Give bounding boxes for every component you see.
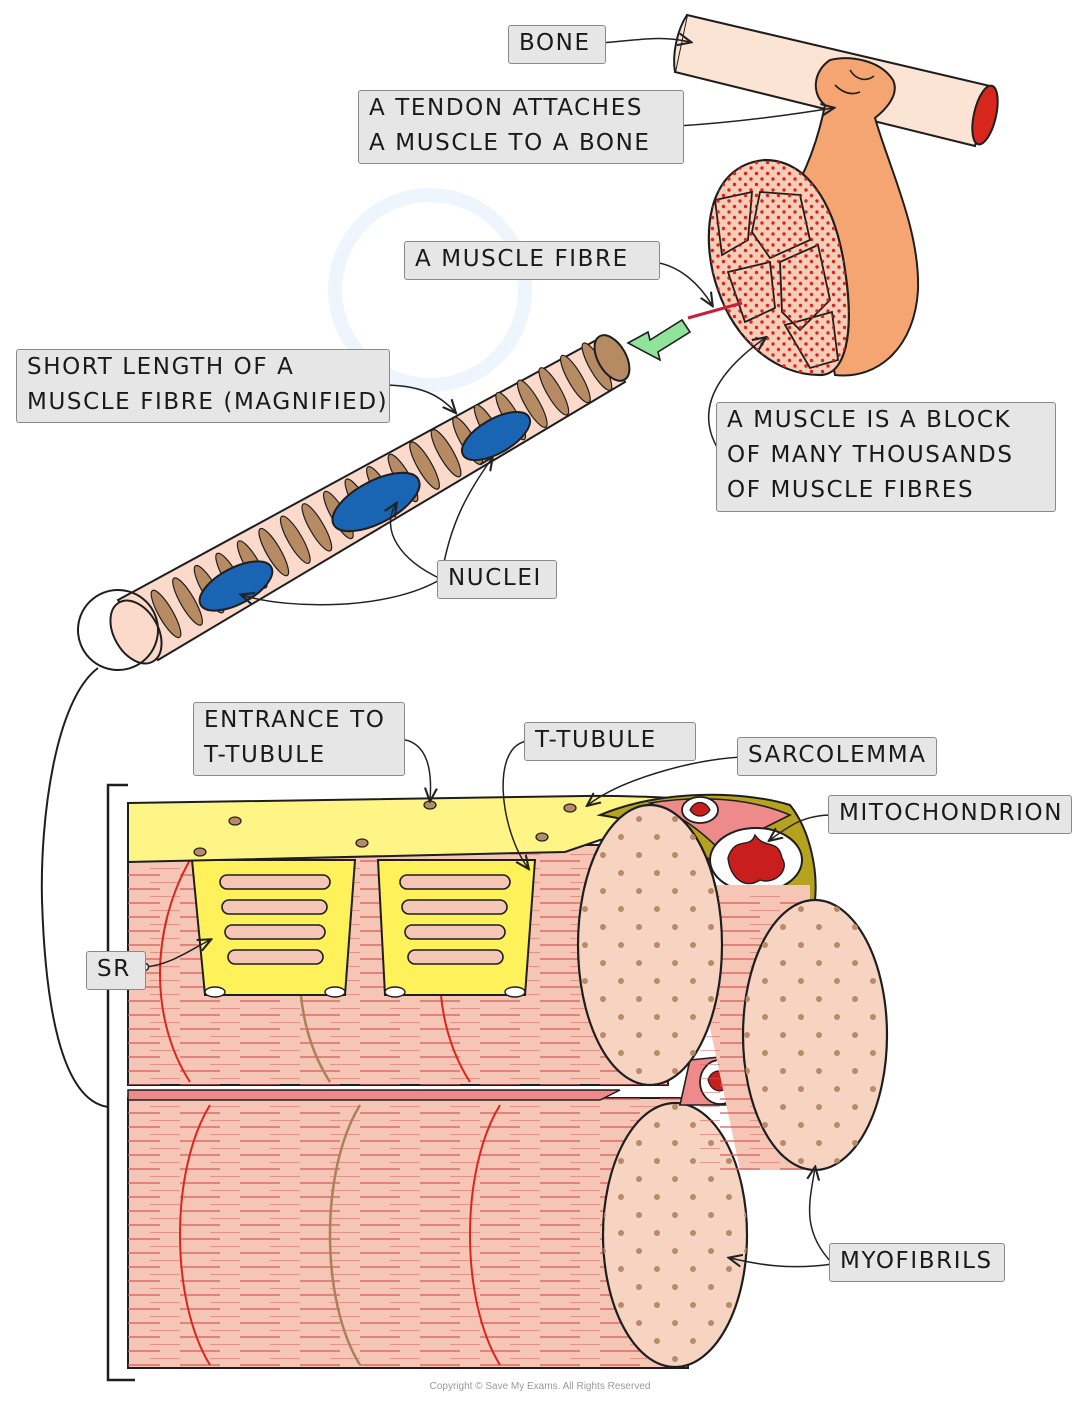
fibre-band	[258, 527, 290, 577]
label-short-length-line1: SHORT LENGTH OF A	[27, 354, 295, 380]
leader-lines	[144, 38, 833, 1266]
fibre-band	[409, 441, 440, 490]
label-bone-text: BONE	[519, 30, 591, 56]
label-entrance-line2: T-TUBULE	[204, 742, 326, 768]
fibre-band	[150, 589, 182, 639]
fibre-band	[430, 428, 462, 478]
zoom-circle	[77, 589, 159, 671]
label-sr-text: SR	[97, 956, 131, 982]
label-myofibrils: MYOFIBRILS	[829, 1243, 1005, 1282]
label-t-tubule: T-TUBULE	[524, 722, 696, 761]
fibre-band	[538, 367, 570, 416]
label-short-length: SHORT LENGTH OF A MUSCLE FIBRE (MAGNIFIE…	[16, 349, 390, 423]
label-mitochondrion: MITOCHONDRION	[828, 795, 1072, 834]
label-entrance-t-tubule: ENTRANCE TO T-TUBULE	[193, 702, 405, 776]
label-tendon: A TENDON ATTACHES A MUSCLE TO A BONE	[358, 90, 684, 164]
label-t-tubule-text: T-TUBULE	[535, 727, 657, 753]
label-mitochondrion-text: MITOCHONDRION	[839, 800, 1064, 826]
fibre-band	[559, 354, 591, 404]
muscle-fibre-magnified	[109, 334, 631, 665]
fibre-band	[172, 577, 203, 626]
single-fibre-line	[687, 301, 743, 320]
label-sarcolemma: SARCOLEMMA	[737, 737, 937, 776]
label-sr: SR	[86, 951, 146, 990]
myofibril-ends	[576, 803, 889, 1175]
label-tendon-line2: A MUSCLE TO A BONE	[369, 130, 651, 156]
label-muscle-block: A MUSCLE IS A BLOCK OF MANY THOUSANDS OF…	[716, 402, 1056, 512]
myofibril-bottom	[127, 1097, 749, 1369]
sarcoplasmic-reticulum	[190, 859, 537, 998]
label-bone: BONE	[508, 25, 606, 64]
label-muscle-fibre: A MUSCLE FIBRE	[404, 241, 660, 280]
fibre-band	[301, 503, 333, 552]
magnify-arrow	[626, 318, 692, 362]
label-myofibrils-text: MYOFIBRILS	[840, 1248, 993, 1274]
label-entrance-line1: ENTRANCE TO	[204, 707, 386, 733]
label-sarcolemma-text: SARCOLEMMA	[748, 742, 927, 768]
label-muscle-block-line3: OF MUSCLE FIBRES	[727, 477, 975, 503]
copyright-notice: Copyright © Save My Exams. All Rights Re…	[429, 1381, 651, 1392]
muscle-cross-section	[707, 158, 850, 377]
label-muscle-block-line2: OF MANY THOUSANDS	[727, 442, 1014, 468]
label-tendon-line1: A TENDON ATTACHES	[369, 95, 644, 121]
label-muscle-block-line1: A MUSCLE IS A BLOCK	[727, 407, 1012, 433]
fibre-band	[516, 379, 548, 428]
bracket	[106, 783, 135, 1382]
label-nuclei: NUCLEI	[437, 560, 557, 599]
label-nuclei-text: NUCLEI	[448, 565, 542, 591]
fibre-band	[279, 515, 311, 564]
label-short-length-line2: MUSCLE FIBRE (MAGNIFIED)	[27, 389, 389, 415]
label-muscle-fibre-text: A MUSCLE FIBRE	[415, 246, 629, 272]
watermark-logo	[328, 188, 532, 392]
zoom-connector	[40, 667, 109, 1108]
